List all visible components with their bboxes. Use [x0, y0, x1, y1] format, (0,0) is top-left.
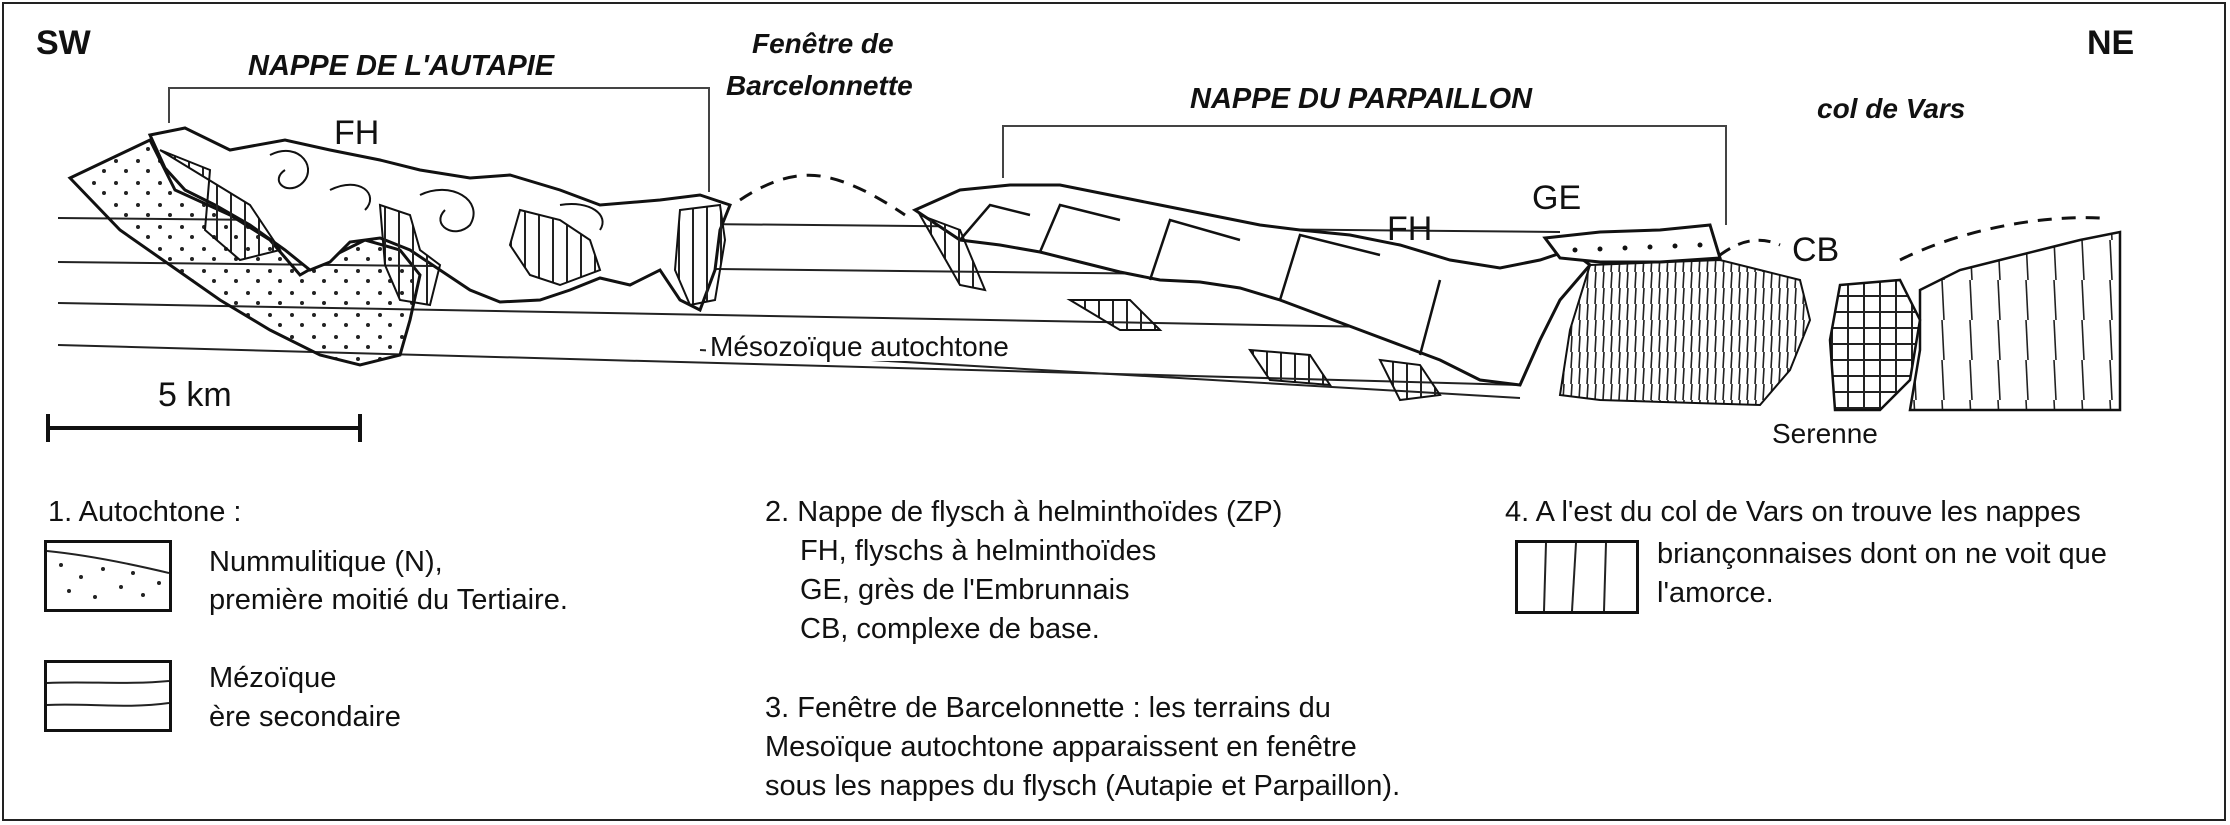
legend-swatch-nummulitique	[44, 540, 172, 612]
legend-swatch-mesozoique	[44, 660, 172, 732]
region-label-parpaillon: NAPPE DU PARPAILLON	[1190, 83, 1533, 115]
legend-1-heading: 1. Autochtone :	[48, 496, 242, 528]
unit-label-mesozoique: Mésozoïque autochtone	[706, 333, 1013, 361]
legend-2-line3: GE, grès de l'Embrunnais	[800, 574, 1130, 606]
legend-2-line1: 2. Nappe de flysch à helminthoïdes (ZP)	[765, 496, 1283, 528]
unit-label-serenne: Serenne	[1772, 418, 1878, 449]
unit-label-ge: GE	[1532, 179, 1582, 217]
legend-4-line1: 4. A l'est du col de Vars on trouve les …	[1505, 496, 2081, 528]
region-label-barcelonnette-1: Fenêtre de	[752, 28, 894, 59]
legend-nummulitique-line2: première moitié du Tertiaire.	[209, 584, 568, 616]
brianconnais-nappes	[1908, 230, 2122, 412]
unit-label-cb: CB	[1792, 231, 1840, 269]
legend-4-line2: briançonnaises dont on ne voit que	[1657, 538, 2107, 570]
region-label-autapie: NAPPE DE L'AUTAPIE	[248, 50, 555, 82]
legend-4-line3: l'amorce.	[1657, 577, 1774, 609]
scale-bar	[46, 414, 362, 442]
scale-bar-label: 5 km	[158, 376, 232, 414]
legend-2-line4: CB, complexe de base.	[800, 613, 1100, 645]
legend-swatch-brianconnais	[1515, 540, 1639, 614]
legend-nummulitique-line1: Nummulitique (N),	[209, 546, 443, 578]
legend-3-line1: 3. Fenêtre de Barcelonnette : les terrai…	[765, 692, 1331, 724]
region-label-barcelonnette-2: Barcelonnette	[726, 70, 913, 101]
legend-2-line2: FH, flyschs à helminthoïdes	[800, 535, 1157, 567]
legend-3-line2: Mesoïque autochtone apparaissent en fenê…	[765, 731, 1357, 763]
region-brackets	[168, 87, 1727, 225]
legend-3-line3: sous les nappes du flysch (Autapie et Pa…	[765, 770, 1401, 802]
cb-complex	[1558, 258, 1812, 407]
legend-mesozoique-line1: Mézoïque	[209, 662, 337, 694]
unit-label-fh-right: FH	[1387, 210, 1433, 248]
brianconnais-grid	[1828, 278, 1922, 412]
legend-mesozoique-line2: ère secondaire	[209, 701, 401, 733]
eroded-arc	[739, 173, 906, 217]
region-label-col-de-vars: col de Vars	[1817, 93, 1966, 124]
unit-label-fh-left: FH	[334, 114, 380, 152]
orientation-sw: SW	[36, 24, 91, 62]
parpaillon-nappe	[911, 183, 1593, 387]
ge-cap	[1542, 223, 1722, 264]
orientation-ne: NE	[2087, 24, 2135, 62]
